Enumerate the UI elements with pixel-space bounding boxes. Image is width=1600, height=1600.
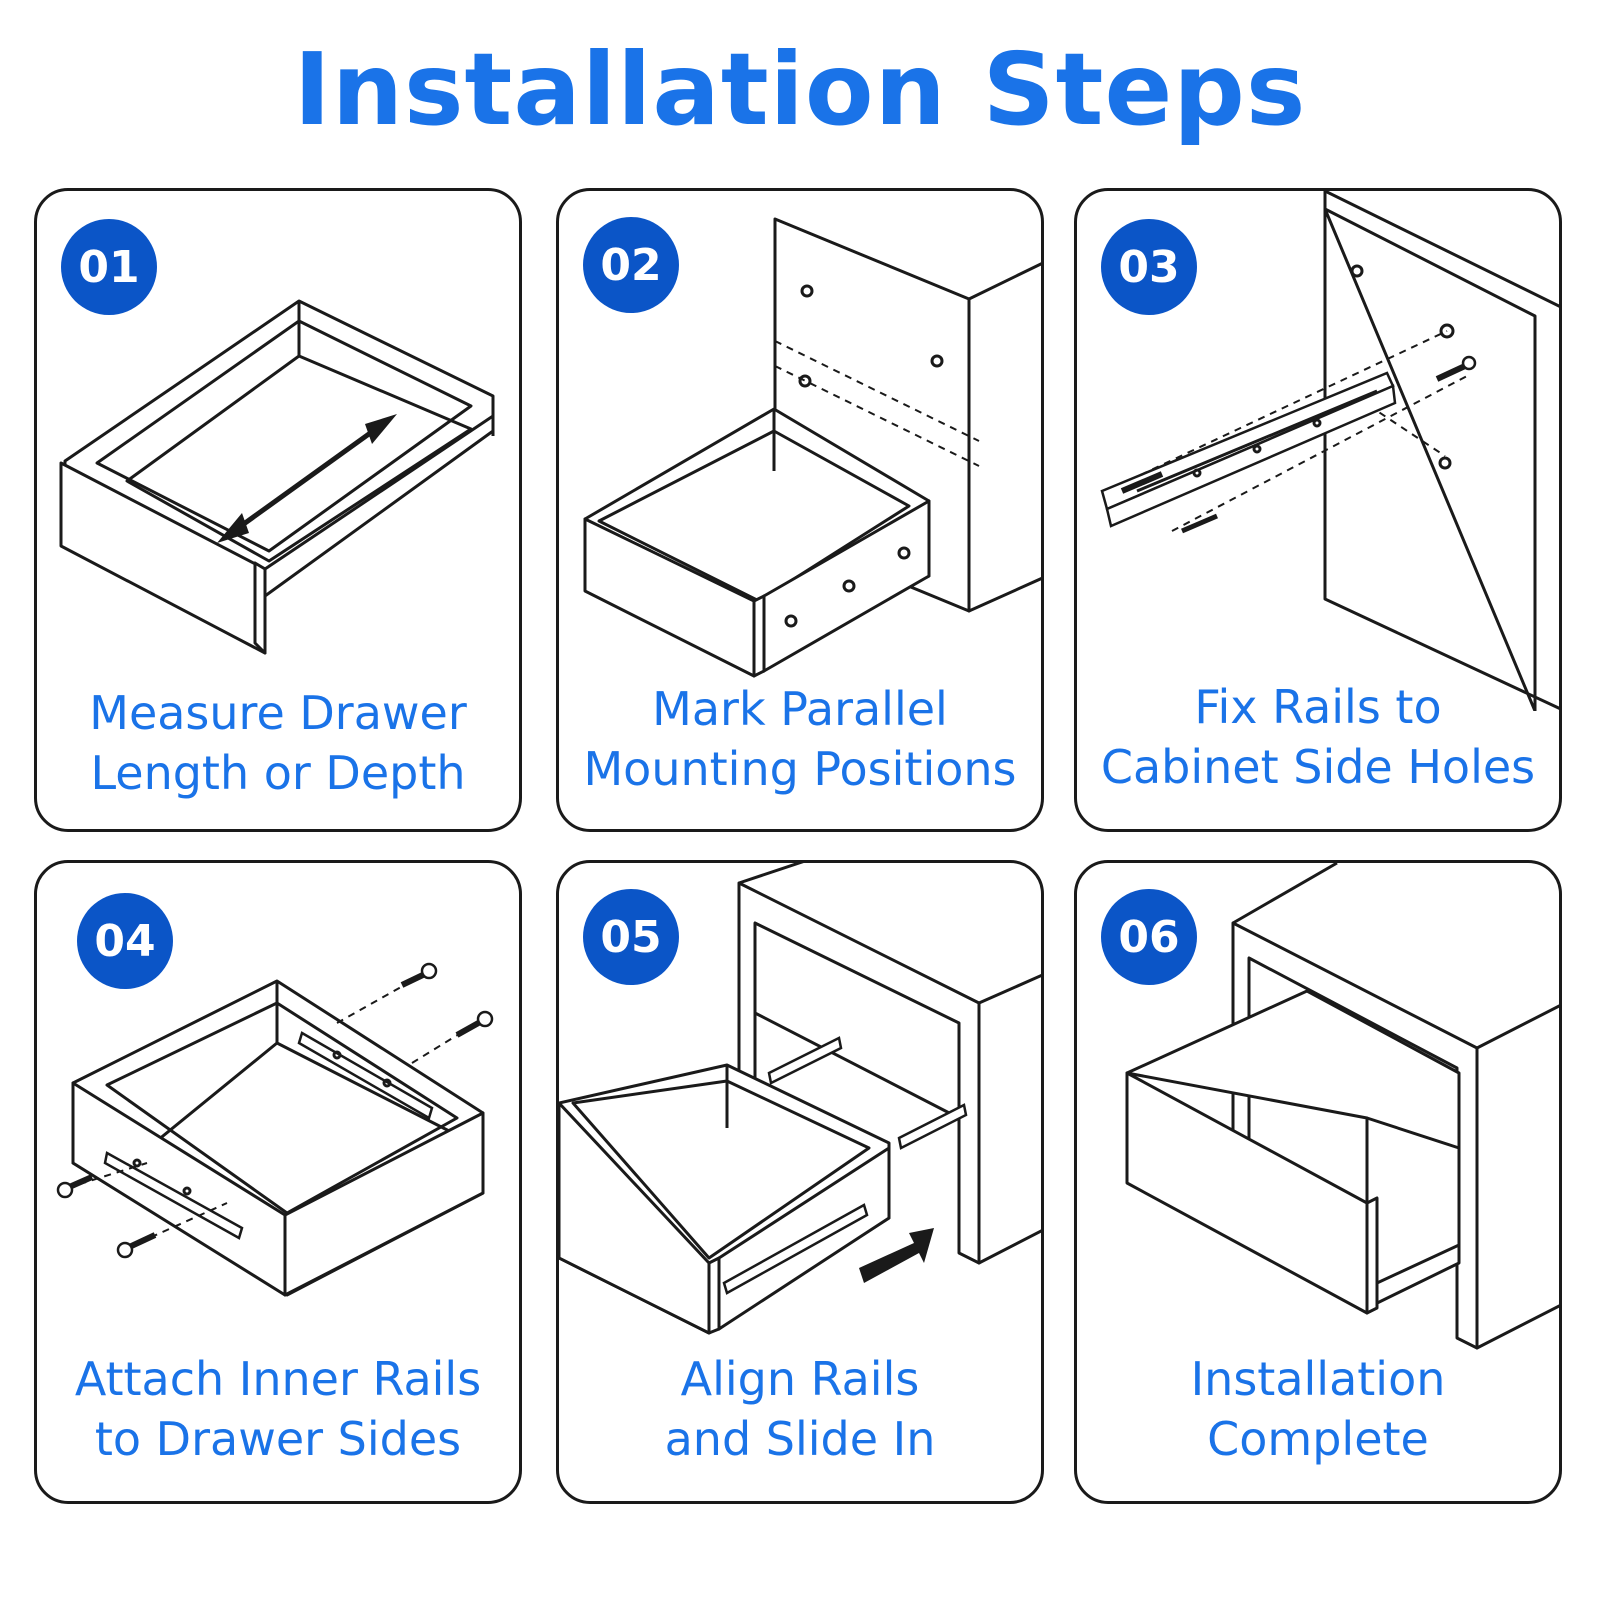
caption-line-2: Mounting Positions [583, 742, 1017, 796]
cabinet-mark-icon [583, 217, 1041, 678]
step-badge: 03 [1101, 219, 1197, 315]
caption-line-2: Cabinet Side Holes [1100, 740, 1536, 794]
step-card-05: 05 Align Rails and Slide In [556, 860, 1044, 1504]
step-card-03: 03 Fix Rails to Cabinet Side Holes [1074, 188, 1562, 832]
step-badge: 06 [1101, 889, 1197, 985]
caption-line-1: Installation [1190, 1352, 1446, 1406]
caption-line-2: and Slide In [664, 1412, 936, 1466]
step-badge: 04 [77, 893, 173, 989]
step-caption: Align Rails and Slide In [559, 1349, 1041, 1469]
rail-fix-icon [1100, 191, 1559, 711]
caption-line-1: Mark Parallel [652, 682, 948, 736]
caption-line-2: Length or Depth [90, 746, 466, 800]
step-caption: Fix Rails to Cabinet Side Holes [1077, 677, 1559, 797]
caption-line-2: Complete [1207, 1412, 1429, 1466]
caption-line-1: Attach Inner Rails [74, 1352, 482, 1406]
step-badge: 05 [583, 889, 679, 985]
step-card-06: 06 Installation Complete [1074, 860, 1562, 1504]
step-card-04: 04 Attach Inner Rails to Drawer Sides [34, 860, 522, 1504]
step-caption: Measure Drawer Length or Depth [37, 683, 519, 803]
step-card-02: 02 Mark Parallel Mounting Positions [556, 188, 1044, 832]
drawer-slide-icon [559, 863, 1041, 1335]
caption-line-1: Fix Rails to [1194, 680, 1442, 734]
page-title: Installation Steps [293, 31, 1307, 148]
step-badge: 01 [61, 219, 157, 315]
step-card-01: 01 Measure Drawer Length or Depth [34, 188, 522, 832]
drawer-rails-icon [56, 962, 494, 1297]
caption-line-2: to Drawer Sides [94, 1412, 462, 1466]
step-badge: 02 [583, 217, 679, 313]
caption-line-1: Align Rails [680, 1352, 920, 1406]
drawer-measure-icon [59, 299, 495, 655]
step-caption: Installation Complete [1077, 1349, 1559, 1469]
step-caption: Mark Parallel Mounting Positions [559, 679, 1041, 799]
drawer-complete-icon [1125, 863, 1559, 1350]
step-caption: Attach Inner Rails to Drawer Sides [37, 1349, 519, 1469]
caption-line-1: Measure Drawer [89, 686, 467, 740]
